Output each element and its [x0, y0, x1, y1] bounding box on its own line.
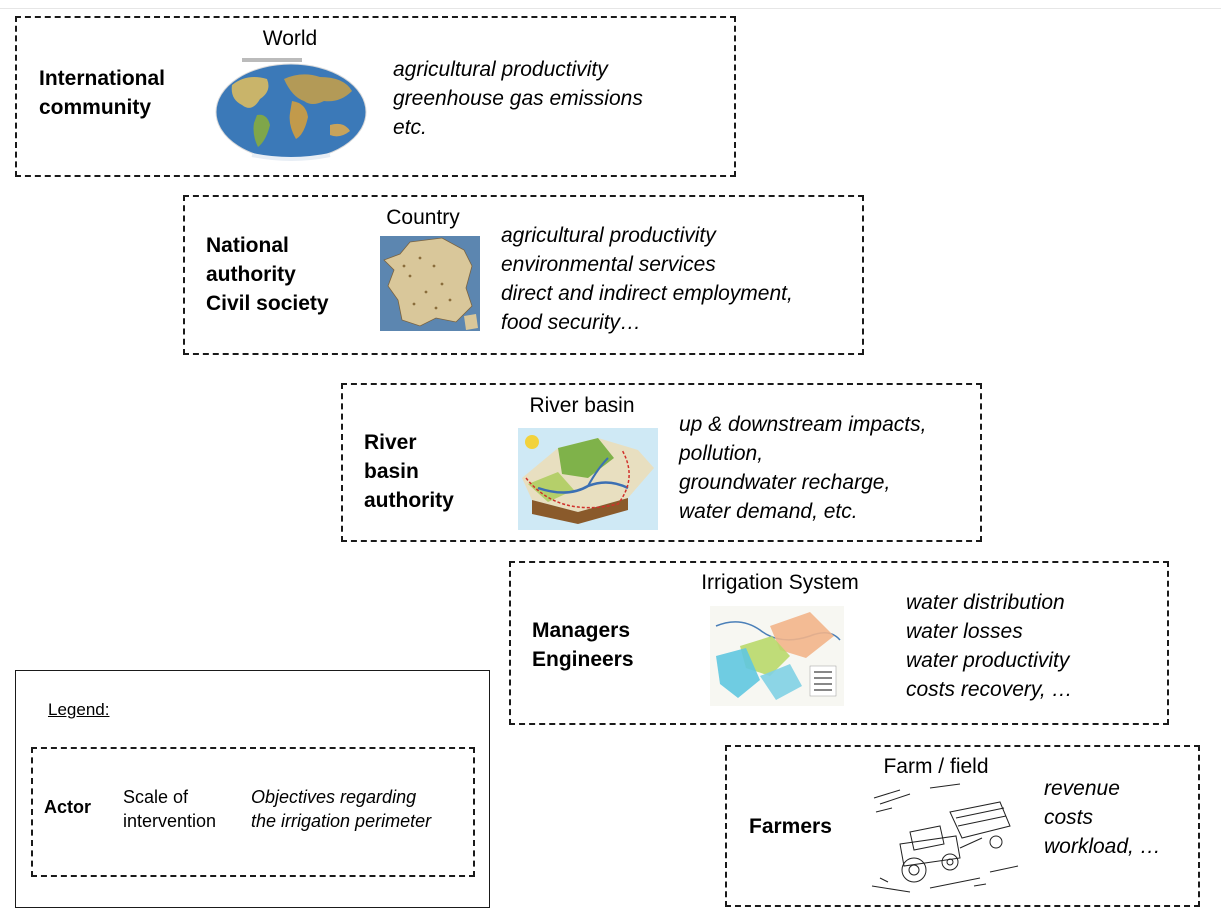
actor-line: River	[364, 431, 417, 454]
objectives-list: water distribution water losses water pr…	[906, 588, 1072, 704]
actor-line: community	[39, 96, 152, 119]
objectives-list: up & downstream impacts, pollution, grou…	[679, 410, 926, 526]
objectives-list: agricultural productivity environmental …	[501, 221, 793, 337]
objective-item: environmental services	[501, 253, 716, 276]
legend-sample-box	[31, 747, 475, 877]
objective-item: water distribution	[906, 591, 1065, 614]
actor-label: International community	[39, 64, 165, 122]
legend-objectives-line: the irrigation perimeter	[251, 811, 432, 831]
legend-scale-line: intervention	[123, 811, 217, 831]
legend-box	[15, 670, 490, 908]
actor-line: authority	[206, 263, 296, 286]
objective-item: costs recovery, …	[906, 678, 1073, 701]
top-border-line	[0, 8, 1221, 9]
legend-title: Legend:	[48, 700, 110, 719]
actor-label: Managers Engineers	[532, 616, 634, 674]
legend-actor-label: Actor	[44, 797, 92, 817]
france-map-image	[380, 236, 480, 331]
scale-label: River basin	[529, 394, 635, 417]
legend-scale-line: Scale of	[123, 787, 189, 807]
scale-label: Farm / field	[883, 755, 989, 778]
objective-item: revenue	[1044, 777, 1120, 800]
objective-item: food security…	[501, 311, 642, 334]
actor-line: basin	[364, 460, 419, 483]
actor-line: Engineers	[532, 648, 634, 671]
level-box-country	[183, 195, 864, 355]
actor-line: Civil society	[206, 292, 329, 315]
objective-item: etc.	[393, 116, 427, 139]
objective-item: water demand, etc.	[679, 500, 858, 523]
actor-label: River basin authority	[364, 428, 454, 515]
objective-item: agricultural productivity	[393, 58, 608, 81]
actor-line: International	[39, 67, 166, 90]
level-box-world	[15, 16, 736, 177]
objective-item: workload, …	[1044, 835, 1161, 858]
irrigation-system-map-image	[710, 606, 844, 706]
actor-line: authority	[364, 489, 454, 512]
objectives-list: revenue costs workload, …	[1044, 774, 1161, 861]
world-map-image	[212, 55, 370, 165]
actor-label: National authority Civil society	[206, 231, 329, 318]
level-box-river-basin	[341, 383, 982, 542]
objective-item: water losses	[906, 620, 1023, 643]
objective-item: greenhouse gas emissions	[393, 87, 643, 110]
scale-label: Irrigation System	[701, 571, 859, 594]
objective-item: water productivity	[906, 649, 1070, 672]
objectives-list: agricultural productivity greenhouse gas…	[393, 55, 643, 142]
legend-scale-label: Scale of intervention	[123, 785, 216, 833]
legend-objectives-label: Objectives regarding the irrigation peri…	[251, 785, 431, 833]
objective-item: costs	[1044, 806, 1094, 829]
tractor-sketch-image	[870, 782, 1020, 894]
objective-item: groundwater recharge,	[679, 471, 891, 494]
objective-item: direct and indirect employment,	[501, 282, 793, 305]
scale-label: Country	[386, 206, 460, 229]
objective-item: agricultural productivity	[501, 224, 716, 247]
actor-line: National	[206, 234, 289, 257]
river-basin-image	[518, 428, 658, 530]
legend-objectives-line: Objectives regarding	[251, 787, 417, 807]
actor-line: Managers	[532, 619, 631, 642]
scale-label: World	[262, 27, 318, 50]
objective-item: pollution,	[679, 442, 764, 465]
actor-line: Farmers	[749, 815, 832, 838]
objective-item: up & downstream impacts,	[679, 413, 927, 436]
actor-label: Farmers	[749, 812, 832, 841]
